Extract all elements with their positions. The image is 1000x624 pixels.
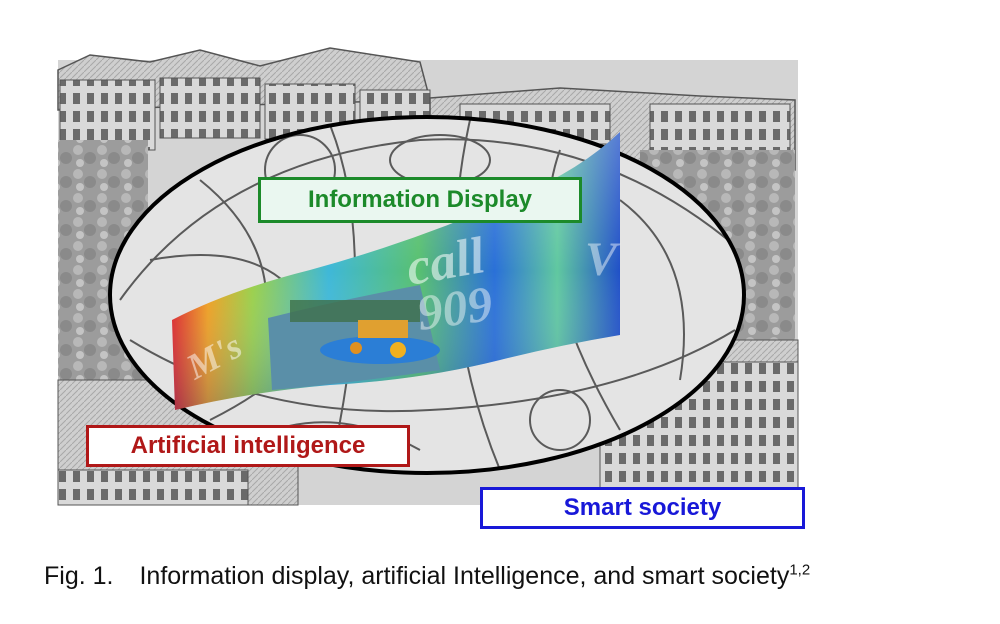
display-text-v: V [585, 233, 621, 286]
figure-number: Fig. 1. [44, 562, 114, 590]
caption-superscript: 1,2 [789, 561, 811, 579]
label-information-display: Information Display [258, 177, 582, 223]
label-smart-society: Smart society [480, 487, 805, 529]
caption-text: Information display, artificial Intellig… [139, 562, 790, 590]
label-artificial-intelligence: Artificial intelligence [86, 425, 410, 467]
illustration: M's call 909 V [57, 47, 799, 506]
display-text-call: call [402, 227, 489, 297]
figure-caption: Fig. 1. Information display, artificial I… [44, 562, 994, 591]
display-text-number: 909 [414, 275, 496, 341]
